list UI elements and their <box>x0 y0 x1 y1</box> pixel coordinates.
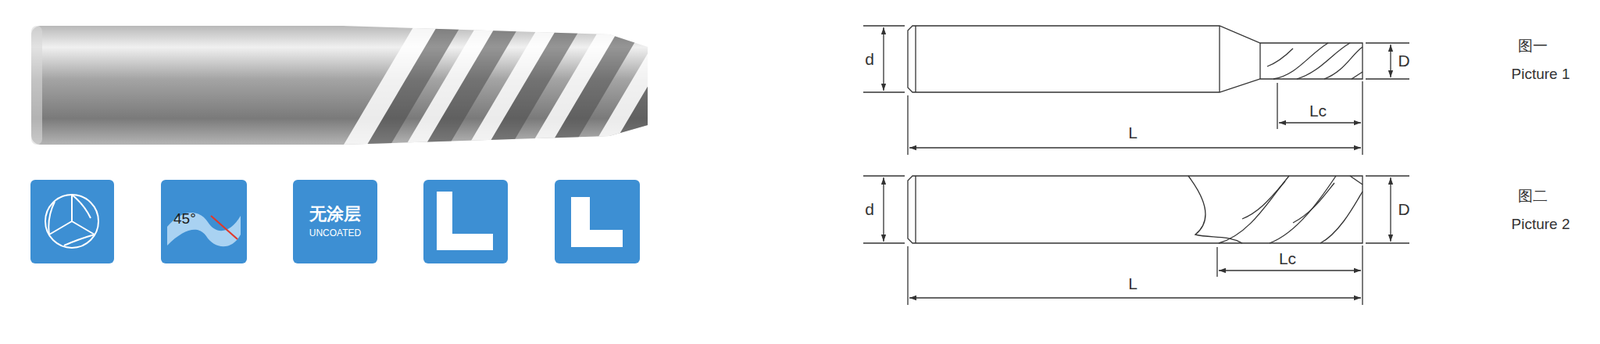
dimension-label: D <box>1396 51 1411 70</box>
flute-icon <box>30 179 115 264</box>
coating-title: 无涂层 <box>309 204 361 224</box>
length-icon <box>423 179 508 264</box>
dimension-label: d <box>863 50 876 68</box>
coating-subtitle: UNCOATED <box>309 228 361 239</box>
dimension-label: d <box>863 200 876 218</box>
dimension-label: Lc <box>1277 249 1298 268</box>
dimension-label: D <box>1396 200 1411 218</box>
figure-label: Picture 2 <box>1510 216 1572 233</box>
end-mill-photo <box>31 25 708 145</box>
dimension-label: Lc <box>1307 101 1329 120</box>
technical-drawing <box>863 175 1410 305</box>
figure-label: Picture 1 <box>1510 66 1572 83</box>
figure-label: 图二 <box>1516 188 1550 205</box>
angle-text: 45° <box>173 210 197 228</box>
figure-label: 图一 <box>1516 38 1550 55</box>
coating-icon: 无涂层 UNCOATED <box>292 179 378 264</box>
length-icon <box>554 179 640 264</box>
dimension-label: L <box>1126 274 1140 293</box>
helix-angle-icon: 45° <box>160 179 247 264</box>
dimension-label: L <box>1126 123 1140 142</box>
technical-drawing <box>863 25 1410 155</box>
